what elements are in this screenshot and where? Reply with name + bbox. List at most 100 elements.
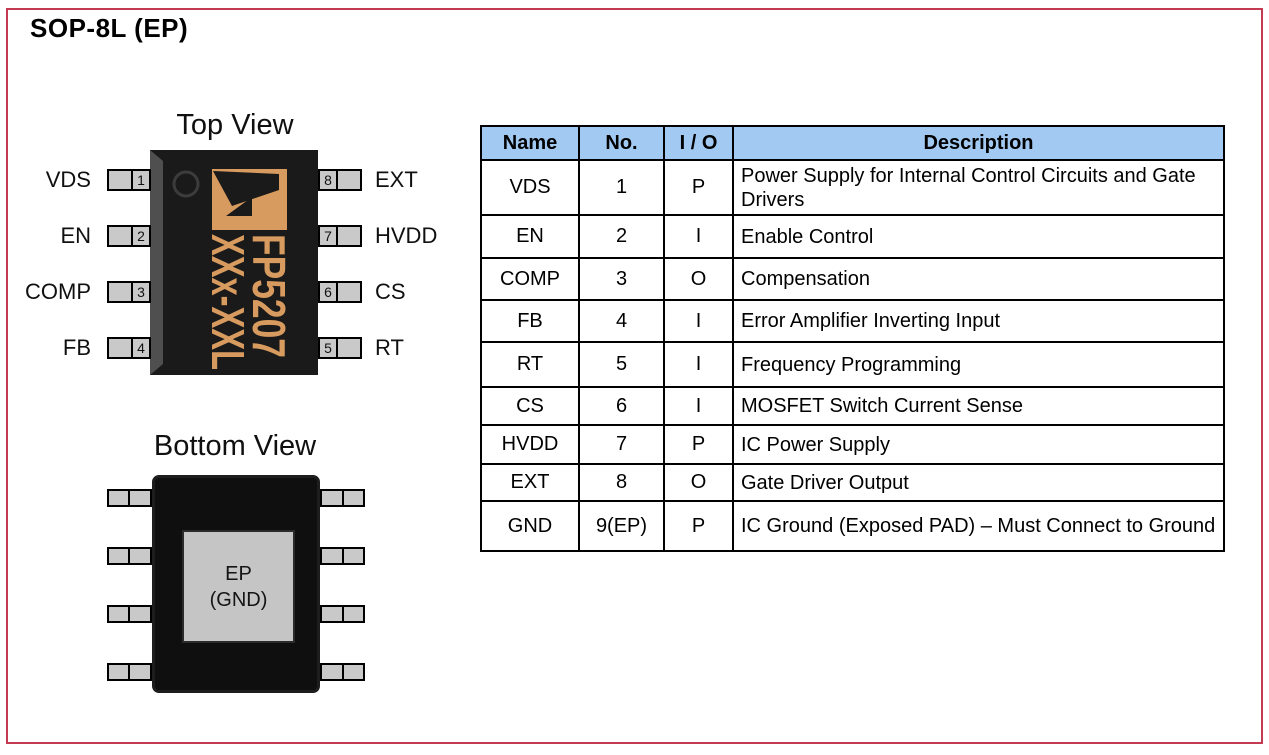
pin-row: EN 2 [8, 223, 151, 248]
pin-number-cell: 4 [578, 299, 665, 343]
pin-label: EXT [375, 167, 418, 192]
pin-description-cell: MOSFET Switch Current Sense [732, 386, 1225, 426]
pin-description-cell: Error Amplifier Inverting Input [732, 299, 1225, 343]
pin-number-cell: 2 [578, 214, 665, 259]
table-header-row: Name No. I / O Description [480, 125, 1225, 161]
pin-inner-segment [320, 547, 344, 565]
pin-description-cell: Enable Control [732, 214, 1225, 259]
pin-inner-segment [320, 489, 344, 507]
pin1-dot-circle [172, 170, 200, 198]
pin-lead [342, 605, 365, 623]
page-title: SOP-8L (EP) [30, 13, 189, 43]
pin-io-cell: P [663, 500, 734, 552]
pin-io-cell: O [663, 463, 734, 502]
header-description: Description [732, 125, 1225, 161]
header-name: Name [480, 125, 580, 161]
pin-name-cell: HVDD [480, 424, 580, 465]
pin-number-box: 4 [131, 337, 151, 359]
pin-inner-segment [320, 663, 344, 681]
pin-row [107, 663, 152, 681]
pin-lead [107, 169, 133, 191]
pin-row: 6 CS [318, 279, 437, 304]
pin-label: HVDD [375, 223, 438, 248]
page-border [6, 8, 1263, 744]
pin-io-cell: P [663, 424, 734, 465]
pin-name-cell: GND [480, 500, 580, 552]
pin-number-box: 7 [318, 225, 338, 247]
pin-name-cell: EN [480, 214, 580, 259]
pin-lead [107, 547, 130, 565]
bottom-view-left-pins [107, 489, 152, 721]
ic-package-bottom-view: EP (GND) [152, 475, 320, 693]
pin-row: 7 HVDD [318, 223, 438, 248]
pin-label: COMP [25, 279, 91, 304]
pin-lead [107, 605, 130, 623]
pin-lead [342, 547, 365, 565]
pin-row [107, 489, 152, 507]
pin-label: FB [62, 335, 91, 360]
ic-package-top-view: FP5207 XXx-XXL [150, 150, 318, 375]
pin-name-cell: COMP [480, 257, 580, 301]
pin-description-cell: IC Power Supply [732, 424, 1225, 465]
pin-number-box: 1 [131, 169, 151, 191]
chip-left-bevel [150, 150, 163, 375]
pin-number-cell: 8 [578, 463, 665, 502]
pin-description-cell: Frequency Programming [732, 341, 1225, 388]
pin-name-cell: EXT [480, 463, 580, 502]
pin-number-cell: 7 [578, 424, 665, 465]
pin-name-cell: RT [480, 341, 580, 388]
pin-lead [107, 337, 133, 359]
pin-number-box: 2 [131, 225, 151, 247]
pin-description-cell: Compensation [732, 257, 1225, 301]
pin-lead [336, 337, 362, 359]
pin-number-cell: 5 [578, 341, 665, 388]
pin-lead [336, 169, 362, 191]
exposed-pad: EP (GND) [182, 530, 295, 643]
pin-number-cell: 6 [578, 386, 665, 426]
pin-lead [107, 663, 130, 681]
pin-row [320, 605, 365, 623]
pin-inner-segment [128, 489, 152, 507]
bottom-view-right-pins [320, 489, 365, 721]
exposed-pad-label: EP [225, 562, 252, 585]
pin-number-box: 6 [318, 281, 338, 303]
pin-name-cell: FB [480, 299, 580, 343]
pin-label: RT [375, 335, 404, 360]
pin-row [320, 663, 365, 681]
pin-lead [336, 225, 362, 247]
pin-row: 8 EXT [318, 167, 437, 192]
chip-marking-lot-code: XXx-XXL [202, 234, 254, 370]
header-io: I / O [663, 125, 734, 161]
pin-row [320, 489, 365, 507]
pin-io-cell: I [663, 214, 734, 259]
pin-lead [342, 663, 365, 681]
pin-lead [107, 225, 133, 247]
pin-lead [107, 281, 133, 303]
pin-row [320, 547, 365, 565]
feeling-tech-logo [212, 169, 287, 230]
pin-number-box: 3 [131, 281, 151, 303]
pin-number-cell: 3 [578, 257, 665, 301]
pin-row [107, 605, 152, 623]
exposed-pad-net: (GND) [209, 588, 268, 611]
pin-label: CS [375, 279, 406, 304]
pin-io-cell: P [663, 159, 734, 216]
pin-io-cell: I [663, 386, 734, 426]
pin-inner-segment [128, 663, 152, 681]
pin-row: 5 RT [318, 335, 437, 360]
pin-number-cell: 9(EP) [578, 500, 665, 552]
pin-io-cell: O [663, 257, 734, 301]
pin-row: FB 4 [8, 335, 151, 360]
pin-inner-segment [320, 605, 344, 623]
bottom-view-heading: Bottom View [153, 430, 317, 462]
pin-inner-segment [128, 605, 152, 623]
pin-io-cell: I [663, 299, 734, 343]
pin-label: VDS [45, 167, 91, 192]
pin-row [107, 547, 152, 565]
